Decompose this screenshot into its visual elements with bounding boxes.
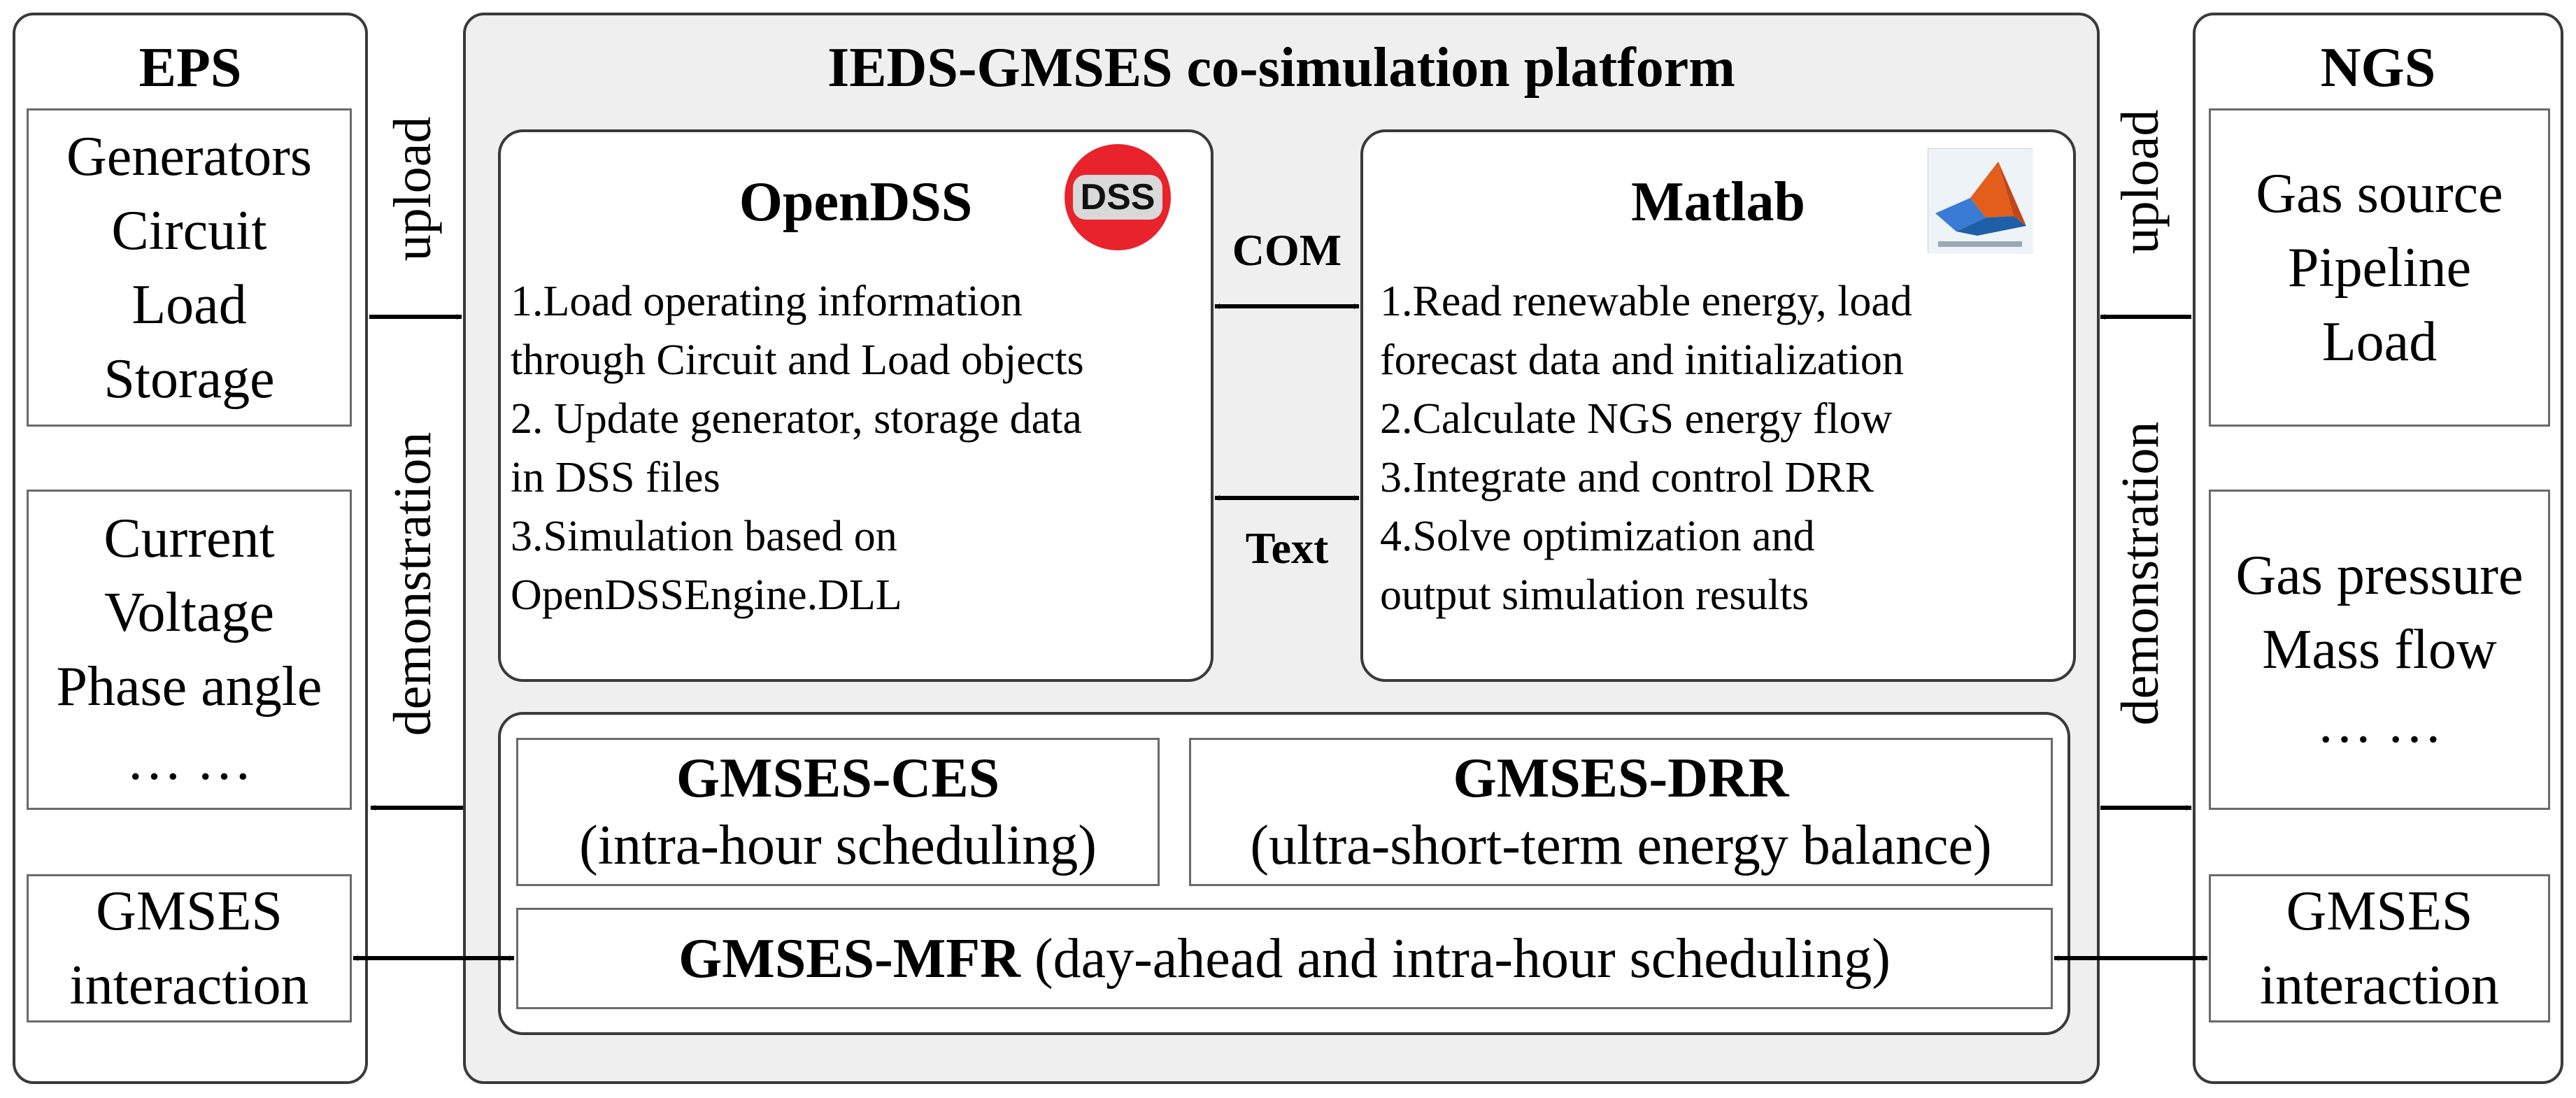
opendss-line: in DSS files xyxy=(511,454,720,501)
ngs-interaction-line: interaction xyxy=(2259,955,2500,1016)
gmses-drr-box: GMSES-DRR (ultra-short-term energy balan… xyxy=(1189,738,2053,886)
gmses-drr-title: GMSES-DRR xyxy=(1453,748,1789,809)
opendss-description: 1.Load operating information through Cir… xyxy=(511,272,1084,625)
gmses-mfr-title: GMSES-MFR xyxy=(678,927,1020,990)
gmses-ces-subtitle: (intra-hour scheduling) xyxy=(579,815,1097,876)
ngs-result-item: Mass flow xyxy=(2262,619,2497,680)
opendss-title: OpenDSS xyxy=(739,171,973,233)
eps-components-box: Generators Circuit Load Storage xyxy=(27,108,352,427)
eps-component-item: Load xyxy=(131,273,247,336)
gmses-mfr-subtitle: (day-ahead and intra-hour scheduling) xyxy=(1020,927,1891,990)
eps-component-item: Storage xyxy=(104,348,275,410)
ngs-result-item: Gas pressure xyxy=(2235,545,2524,606)
eps-result-item: Voltage xyxy=(104,582,274,643)
eps-interaction-line: GMSES xyxy=(96,880,283,942)
ngs-component-item: Gas source xyxy=(2256,162,2503,224)
matlab-line: output simulation results xyxy=(1380,571,1809,619)
platform-title: IEDS-GMSES co-simulation platform xyxy=(827,37,1735,99)
matlab-logo-icon xyxy=(1928,148,2033,254)
eps-component-item: Circuit xyxy=(111,199,267,262)
opendss-line: 3.Simulation based on xyxy=(511,513,897,560)
ngs-results-box: Gas pressure Mass flow … … xyxy=(2209,490,2550,810)
eps-interaction-box: GMSES interaction xyxy=(27,874,352,1022)
opendss-line: through Circuit and Load objects xyxy=(511,336,1084,384)
ngs-title: NGS xyxy=(2320,37,2436,99)
text-label: Text xyxy=(1245,523,1329,573)
matlab-line: 4.Solve optimization and xyxy=(1380,513,1815,560)
dss-logo-text: DSS xyxy=(1080,177,1155,218)
eps-title: EPS xyxy=(138,37,242,99)
gmses-drr-subtitle: (ultra-short-term energy balance) xyxy=(1250,815,1992,876)
ngs-components-box: Gas source Pipeline Load xyxy=(2209,108,2550,427)
matlab-line: 1.Read renewable energy, load xyxy=(1380,278,1912,325)
opendss-line: OpenDSSEngine.DLL xyxy=(511,571,902,619)
eps-interaction-line: interaction xyxy=(69,955,309,1016)
dss-logo-plate: DSS xyxy=(1073,175,1162,220)
eps-result-item: Current xyxy=(104,508,275,569)
ngs-component-item: Load xyxy=(2321,311,2438,373)
gmses-ces-box: GMSES-CES (intra-hour scheduling) xyxy=(516,738,1160,886)
ngs-interaction-line: GMSES xyxy=(2286,880,2473,942)
com-label: COM xyxy=(1232,225,1342,275)
gmses-mfr-box: GMSES-MFR (day-ahead and intra-hour sche… xyxy=(516,908,2053,1009)
dss-logo: DSS xyxy=(1065,144,1171,250)
eps-result-item: Phase angle xyxy=(56,656,322,718)
ngs-interaction-box: GMSES interaction xyxy=(2209,874,2550,1022)
eps-result-item: … … xyxy=(126,730,252,792)
matlab-title: Matlab xyxy=(1631,171,1805,233)
ngs-component-item: Pipeline xyxy=(2287,236,2472,299)
opendss-line: 1.Load operating information xyxy=(511,278,1023,325)
eps-results-box: Current Voltage Phase angle … … xyxy=(27,490,352,810)
matlab-line: forecast data and initialization xyxy=(1380,336,1904,384)
gmses-ces-title: GMSES-CES xyxy=(676,748,1000,809)
matlab-line: 2.Calculate NGS energy flow xyxy=(1380,395,1893,443)
opendss-line: 2. Update generator, storage data xyxy=(511,395,1082,443)
eps-component-item: Generators xyxy=(66,125,312,187)
matlab-line: 3.Integrate and control DRR xyxy=(1380,454,1874,501)
ngs-result-item: … … xyxy=(2317,693,2442,755)
matlab-description: 1.Read renewable energy, load forecast d… xyxy=(1380,272,1912,625)
